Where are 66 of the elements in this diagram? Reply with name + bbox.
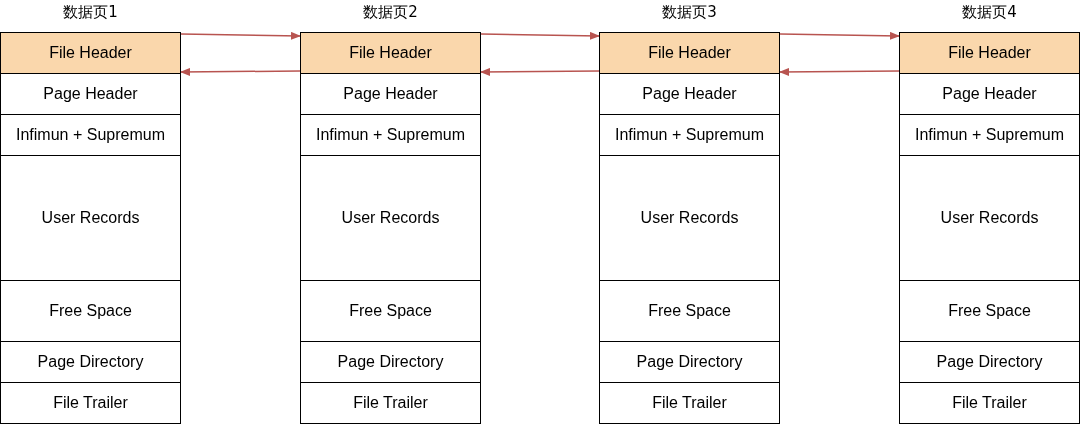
section-label: Page Header — [43, 85, 138, 103]
section-label: Page Header — [343, 85, 438, 103]
section-label: User Records — [640, 209, 739, 227]
page-section — [300, 155, 481, 281]
section-label: Free Space — [648, 302, 731, 320]
page-section — [899, 280, 1080, 342]
section-label: User Records — [341, 209, 440, 227]
section-label: Infimun + Supremum — [915, 126, 1064, 144]
section-label: File Trailer — [952, 394, 1027, 412]
header-section — [599, 32, 780, 74]
arrow — [480, 31, 600, 40]
page-section — [0, 73, 181, 115]
arrow — [180, 31, 301, 40]
page-section — [599, 280, 780, 342]
page-section — [0, 114, 181, 156]
page-section — [899, 341, 1080, 383]
page-title: 数据页3 — [661, 3, 718, 22]
page-section — [0, 341, 181, 383]
page-section — [300, 280, 481, 342]
arrow — [180, 67, 301, 76]
page-section — [599, 341, 780, 383]
section-label: Page Directory — [636, 353, 743, 371]
section-label: Page Directory — [936, 353, 1043, 371]
page-section — [599, 382, 780, 424]
header-section — [300, 32, 481, 74]
section-label: Free Space — [948, 302, 1031, 320]
section-label: Infimun + Supremum — [615, 126, 764, 144]
section-label: File Trailer — [652, 394, 727, 412]
page-section — [300, 73, 481, 115]
section-label: File Trailer — [353, 394, 428, 412]
section-label: Page Header — [942, 85, 1037, 103]
section-label: File Header — [948, 44, 1031, 62]
page-section — [899, 382, 1080, 424]
page-title: 数据页2 — [362, 3, 419, 22]
arrow — [779, 67, 900, 76]
page-section — [899, 114, 1080, 156]
page-section — [599, 73, 780, 115]
header-section — [899, 32, 1080, 74]
section-label: Page Directory — [37, 353, 144, 371]
section-label: File Header — [648, 44, 731, 62]
section-label: Free Space — [49, 302, 132, 320]
page-section — [899, 155, 1080, 281]
arrow — [480, 67, 600, 76]
page-section — [599, 114, 780, 156]
section-label: File Trailer — [53, 394, 128, 412]
page-section — [300, 114, 481, 156]
page-title: 数据页1 — [62, 3, 119, 22]
page-title: 数据页4 — [961, 3, 1018, 22]
section-label: User Records — [940, 209, 1039, 227]
section-label: Page Directory — [337, 353, 444, 371]
section-label: Page Header — [642, 85, 737, 103]
page-section — [300, 382, 481, 424]
page-section — [599, 155, 780, 281]
section-label: File Header — [349, 44, 432, 62]
page-section — [899, 73, 1080, 115]
page-section — [0, 155, 181, 281]
page-section — [0, 280, 181, 342]
header-section — [0, 32, 181, 74]
section-label: Infimun + Supremum — [316, 126, 465, 144]
page-section — [300, 341, 481, 383]
arrow — [779, 31, 900, 40]
page-section — [0, 382, 181, 424]
section-label: File Header — [49, 44, 132, 62]
section-label: User Records — [41, 209, 140, 227]
section-label: Infimun + Supremum — [16, 126, 165, 144]
section-label: Free Space — [349, 302, 432, 320]
